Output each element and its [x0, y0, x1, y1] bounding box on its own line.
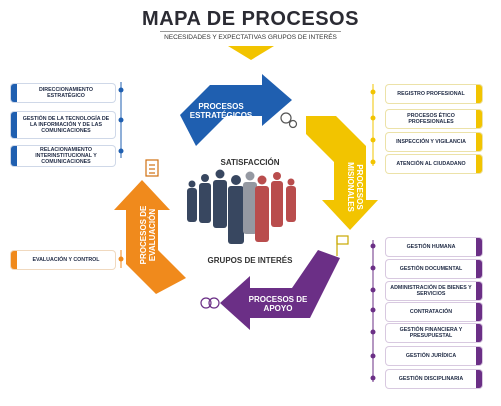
cycle-label-estrategicos: PROCESOS ESTRATÉGICOS [189, 102, 253, 120]
process-box-contratacion: CONTRATACIÓN [386, 303, 482, 321]
process-box-direccionamiento: DIRECCIONAMIENTO ESTRATÉGICO [11, 84, 115, 102]
process-box-evaluacion-control: EVALUACIÓN Y CONTROL [11, 251, 115, 269]
connector-dots [118, 87, 376, 381]
gears-icon [280, 112, 298, 129]
chevron-down-icon [228, 46, 274, 60]
process-box-gestion-humana: GESTIÓN HUMANA [386, 238, 482, 256]
center-top-label: SATISFACCIÓN [220, 158, 280, 167]
flag-icon [336, 235, 349, 256]
process-box-bienes-servicios: ADMINISTRACIÓN DE BIENES Y SERVICIOS [386, 282, 482, 300]
process-box-relacionamiento: RELACIONAMIENTO INTERINSTITUCIONAL Y COM… [11, 146, 115, 166]
arrow-apoyo [220, 250, 340, 330]
process-box-gestion-documental: GESTIÓN DOCUMENTAL [386, 260, 482, 278]
process-box-registro-profesional: REGISTRO PROFESIONAL [386, 85, 482, 103]
arrow-misionales [306, 116, 378, 230]
process-box-gestion-financiera: GESTIÓN FINANCIERA Y PRESUPUESTAL [386, 324, 482, 342]
process-box-etico-profesionales: PROCESOS ÉTICO PROFESIONALES [386, 110, 482, 128]
page-subtitle: NECESIDADES Y EXPECTATIVAS GRUPOS DE INT… [160, 31, 341, 41]
checklist-icon [145, 159, 159, 177]
page-title: MAPA DE PROCESOS [142, 8, 359, 30]
process-box-gestion-juridica: GESTIÓN JURÍDICA [386, 347, 482, 365]
process-box-atencion-ciudadano: ATENCIÓN AL CIUDADANO [386, 155, 482, 173]
center-bottom-label: GRUPOS DE INTERÉS [207, 256, 293, 265]
cycle-label-apoyo: PROCESOS DE APOYO [248, 295, 308, 313]
arrow-estrategicos [180, 74, 292, 146]
cycle-label-misionales: PROCESOS MISIONALES [346, 162, 364, 212]
cycle-label-evaluacion: PROCESOS DE EVALUACIÓN [139, 205, 157, 265]
process-box-gestion-disciplinaria: GESTIÓN DISCIPLINARIA [386, 370, 482, 388]
handshake-icon [200, 297, 220, 309]
process-box-gestion-tecnologia: GESTIÓN DE LA TECNOLOGÍA DE LA INFORMACI… [11, 112, 115, 138]
people-group-icon [187, 169, 296, 244]
arrow-evaluacion [114, 180, 186, 294]
process-box-inspeccion-vigilancia: INSPECCIÓN Y VIGILANCIA [386, 133, 482, 151]
